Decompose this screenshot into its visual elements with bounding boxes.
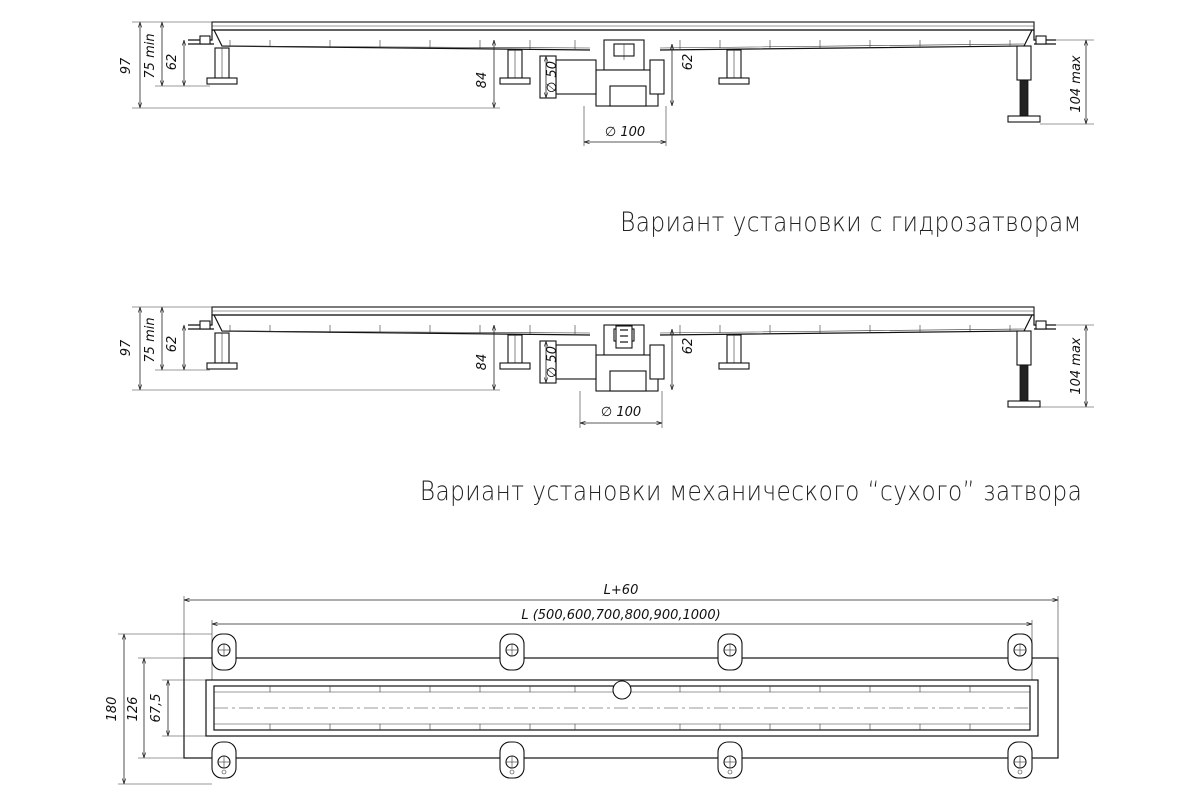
caption-dry-trap: Вариант установки механического “сухого”… — [419, 476, 1082, 507]
dim-75-min: 75 min — [143, 33, 158, 78]
dim-62-right: 62 — [681, 54, 696, 71]
dim-75-min: 75 min — [143, 317, 158, 362]
dim-62-left: 62 — [165, 336, 180, 353]
side-view-dry-trap: 97 75 min 62 84 ∅ 50 62 ∅ 100 104 max — [119, 306, 1094, 428]
dim-84: 84 — [475, 354, 490, 371]
dim-84: 84 — [475, 72, 490, 89]
dim-97: 97 — [119, 57, 134, 74]
dim-d100: ∅ 100 — [601, 405, 641, 420]
dim-62-right: 62 — [681, 338, 696, 355]
dim-l-plus-60: L+60 — [604, 583, 639, 598]
dim-180: 180 — [105, 697, 120, 722]
dim-104-max: 104 max — [1069, 337, 1084, 395]
dim-104-max: 104 max — [1069, 55, 1084, 113]
caption-water-trap: Вариант установки с гидрозатворам — [620, 207, 1082, 238]
dim-l-range: L (500,600,700,800,900,1000) — [521, 608, 720, 623]
dim-d50: ∅ 50 — [545, 61, 560, 93]
side-view-water-trap: 97 75 min 62 84 ∅ 50 62 ∅ 100 104 max — [119, 21, 1094, 146]
plan-view: L+60 L (500,600,700,800,900,1000) 180 12… — [105, 583, 1059, 785]
dim-62-left: 62 — [165, 54, 180, 71]
dim-126: 126 — [126, 697, 141, 722]
dim-d100: ∅ 100 — [605, 125, 645, 140]
dim-97: 97 — [119, 339, 134, 356]
dim-d50: ∅ 50 — [545, 346, 560, 378]
dim-67-5: 67,5 — [149, 694, 164, 723]
